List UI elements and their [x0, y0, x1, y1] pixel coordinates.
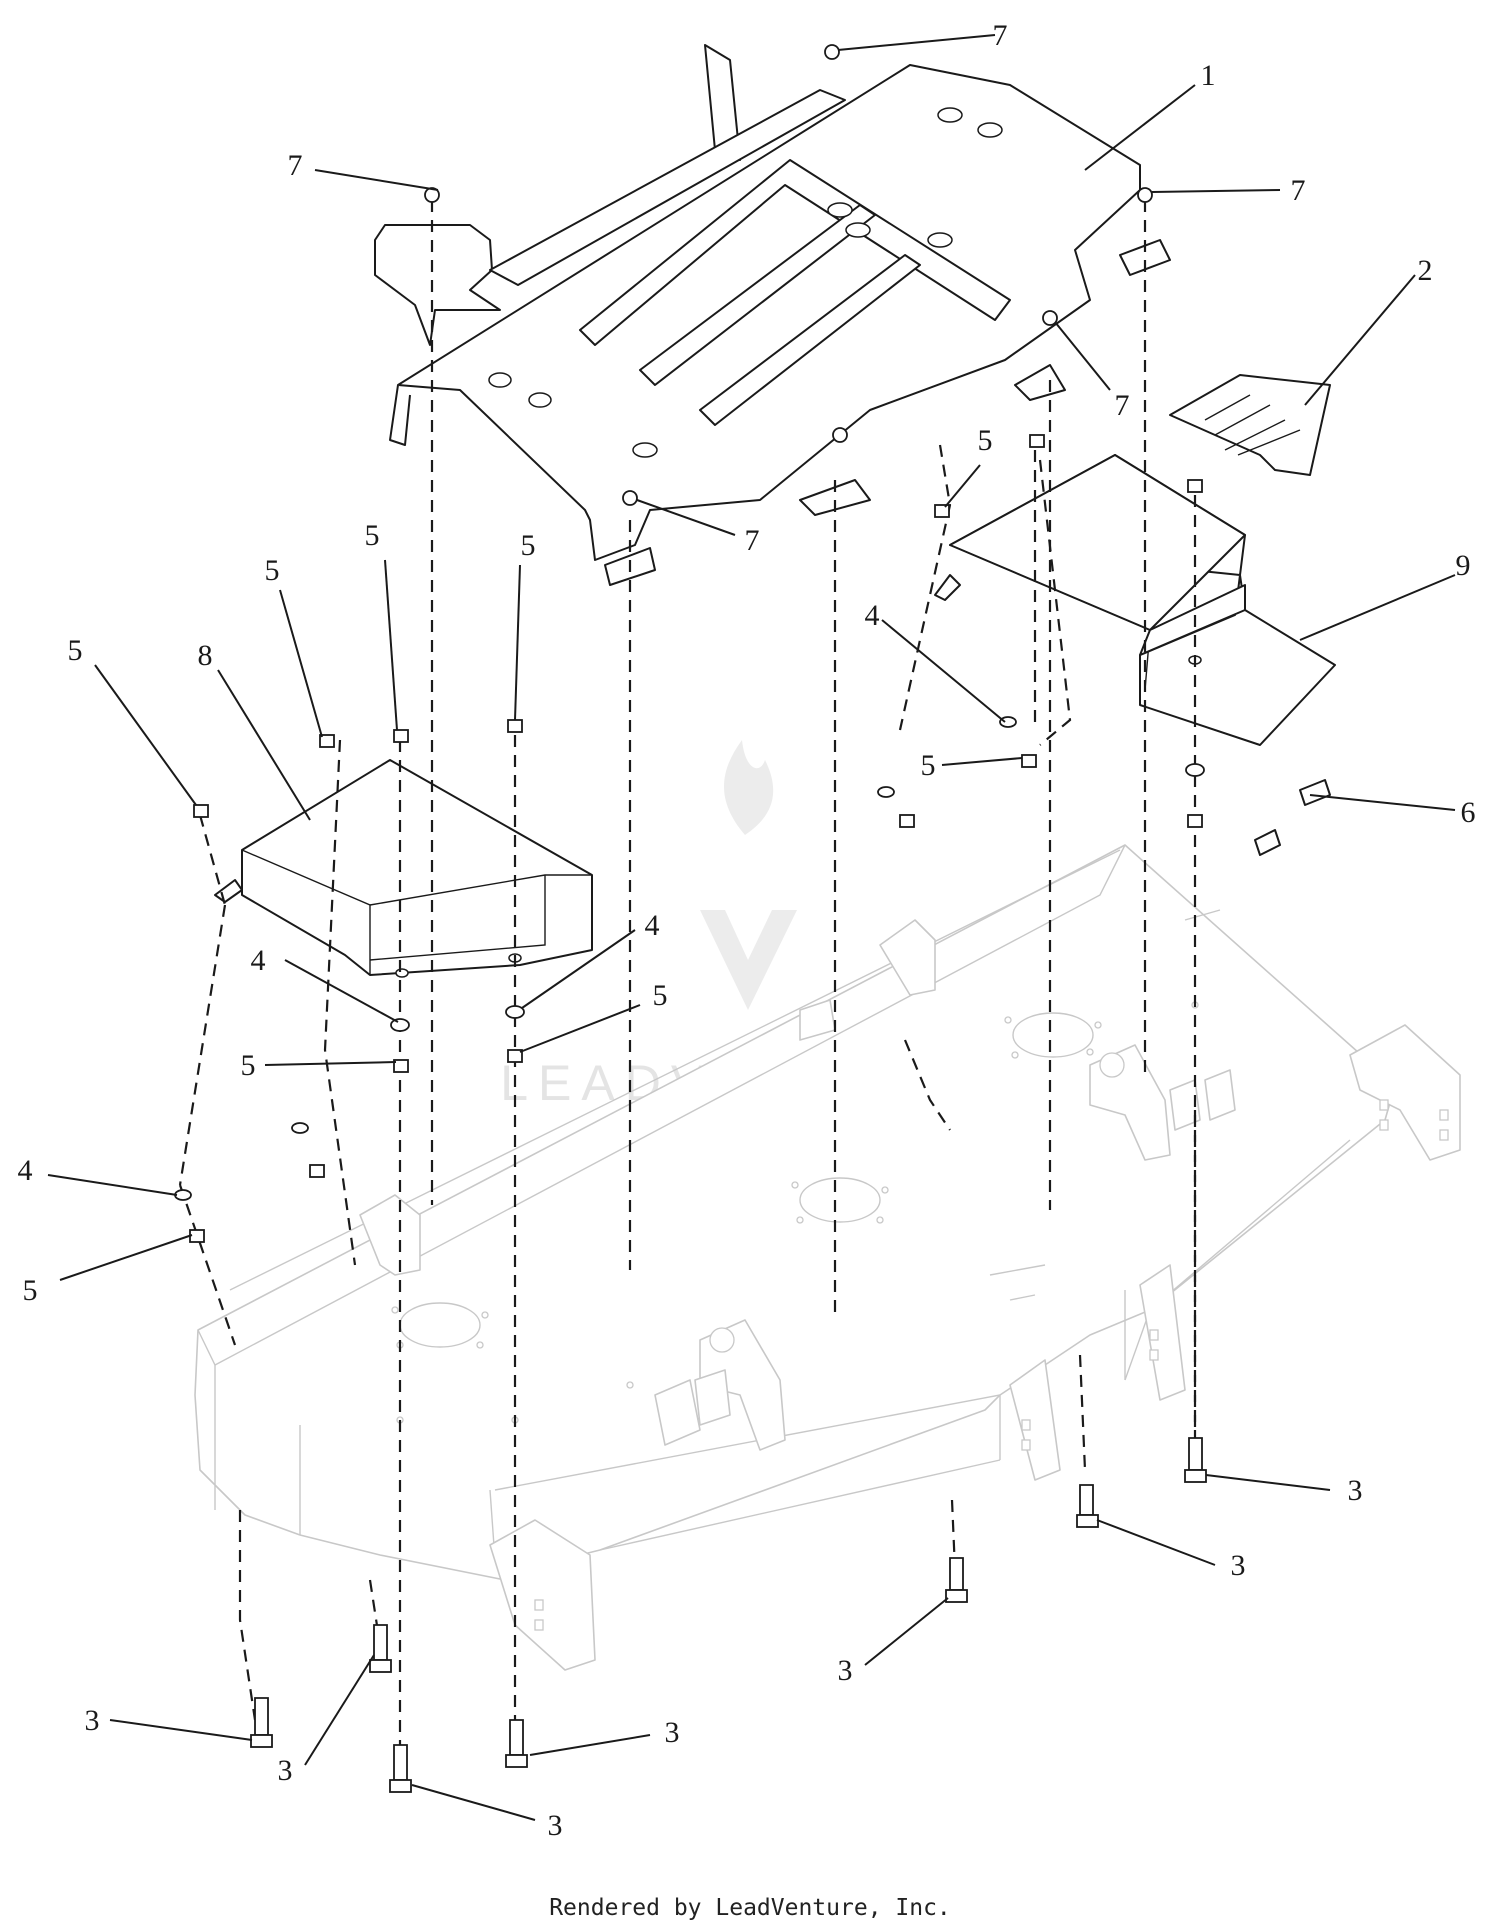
callout-4-b: 4 [645, 909, 660, 942]
callout-5-h: 5 [241, 1049, 256, 1082]
callout-7-top: 7 [993, 19, 1008, 52]
callout-3-b: 3 [278, 1754, 293, 1787]
callout-5-b: 5 [265, 554, 280, 587]
leader-lines [47, 34, 1456, 1821]
mower-deck [194, 844, 1461, 1671]
right-cover-part-9 [934, 454, 1336, 746]
callout-3-d: 3 [665, 1716, 680, 1749]
left-cover-part-8 [214, 759, 593, 978]
callout-3-a: 3 [85, 1704, 100, 1737]
callout-7-right: 7 [1291, 174, 1306, 207]
slotted-plate-part-2 [1169, 374, 1331, 476]
callout-4-d: 4 [18, 1154, 33, 1187]
render-credit: Rendered by LeadVenture, Inc. [549, 1895, 951, 1921]
callout-4-c: 4 [251, 944, 266, 977]
callout-7-mid: 7 [745, 524, 760, 557]
callout-3-g: 3 [1348, 1474, 1363, 1507]
callout-3-e: 3 [838, 1654, 853, 1687]
callout-numbers: 1 2 6 8 9 7 7 7 7 7 5 5 5 5 5 5 5 5 5 4 … [18, 19, 1476, 1842]
callout-3-f: 3 [1231, 1549, 1246, 1582]
callout-1: 1 [1201, 59, 1216, 92]
callout-5-f: 5 [921, 749, 936, 782]
callout-6: 6 [1461, 796, 1476, 829]
callout-5-g: 5 [653, 979, 668, 1012]
callout-7-mid-right: 7 [1115, 389, 1130, 422]
hardware [174, 44, 1207, 1793]
callout-5-d: 5 [521, 529, 536, 562]
callout-3-c: 3 [548, 1809, 563, 1842]
callout-4-a: 4 [865, 599, 880, 632]
callout-8: 8 [198, 639, 213, 672]
callout-5-i: 5 [23, 1274, 38, 1307]
callout-7-left: 7 [288, 149, 303, 182]
callout-5-a: 5 [68, 634, 83, 667]
alignment-lines [178, 200, 1197, 1800]
callout-5-e: 5 [978, 424, 993, 457]
pad-part-6 [1254, 779, 1331, 856]
callout-5-c: 5 [365, 519, 380, 552]
foot-plate-part-1 [374, 44, 1171, 586]
callout-9: 9 [1456, 549, 1471, 582]
callout-2: 2 [1418, 254, 1433, 287]
